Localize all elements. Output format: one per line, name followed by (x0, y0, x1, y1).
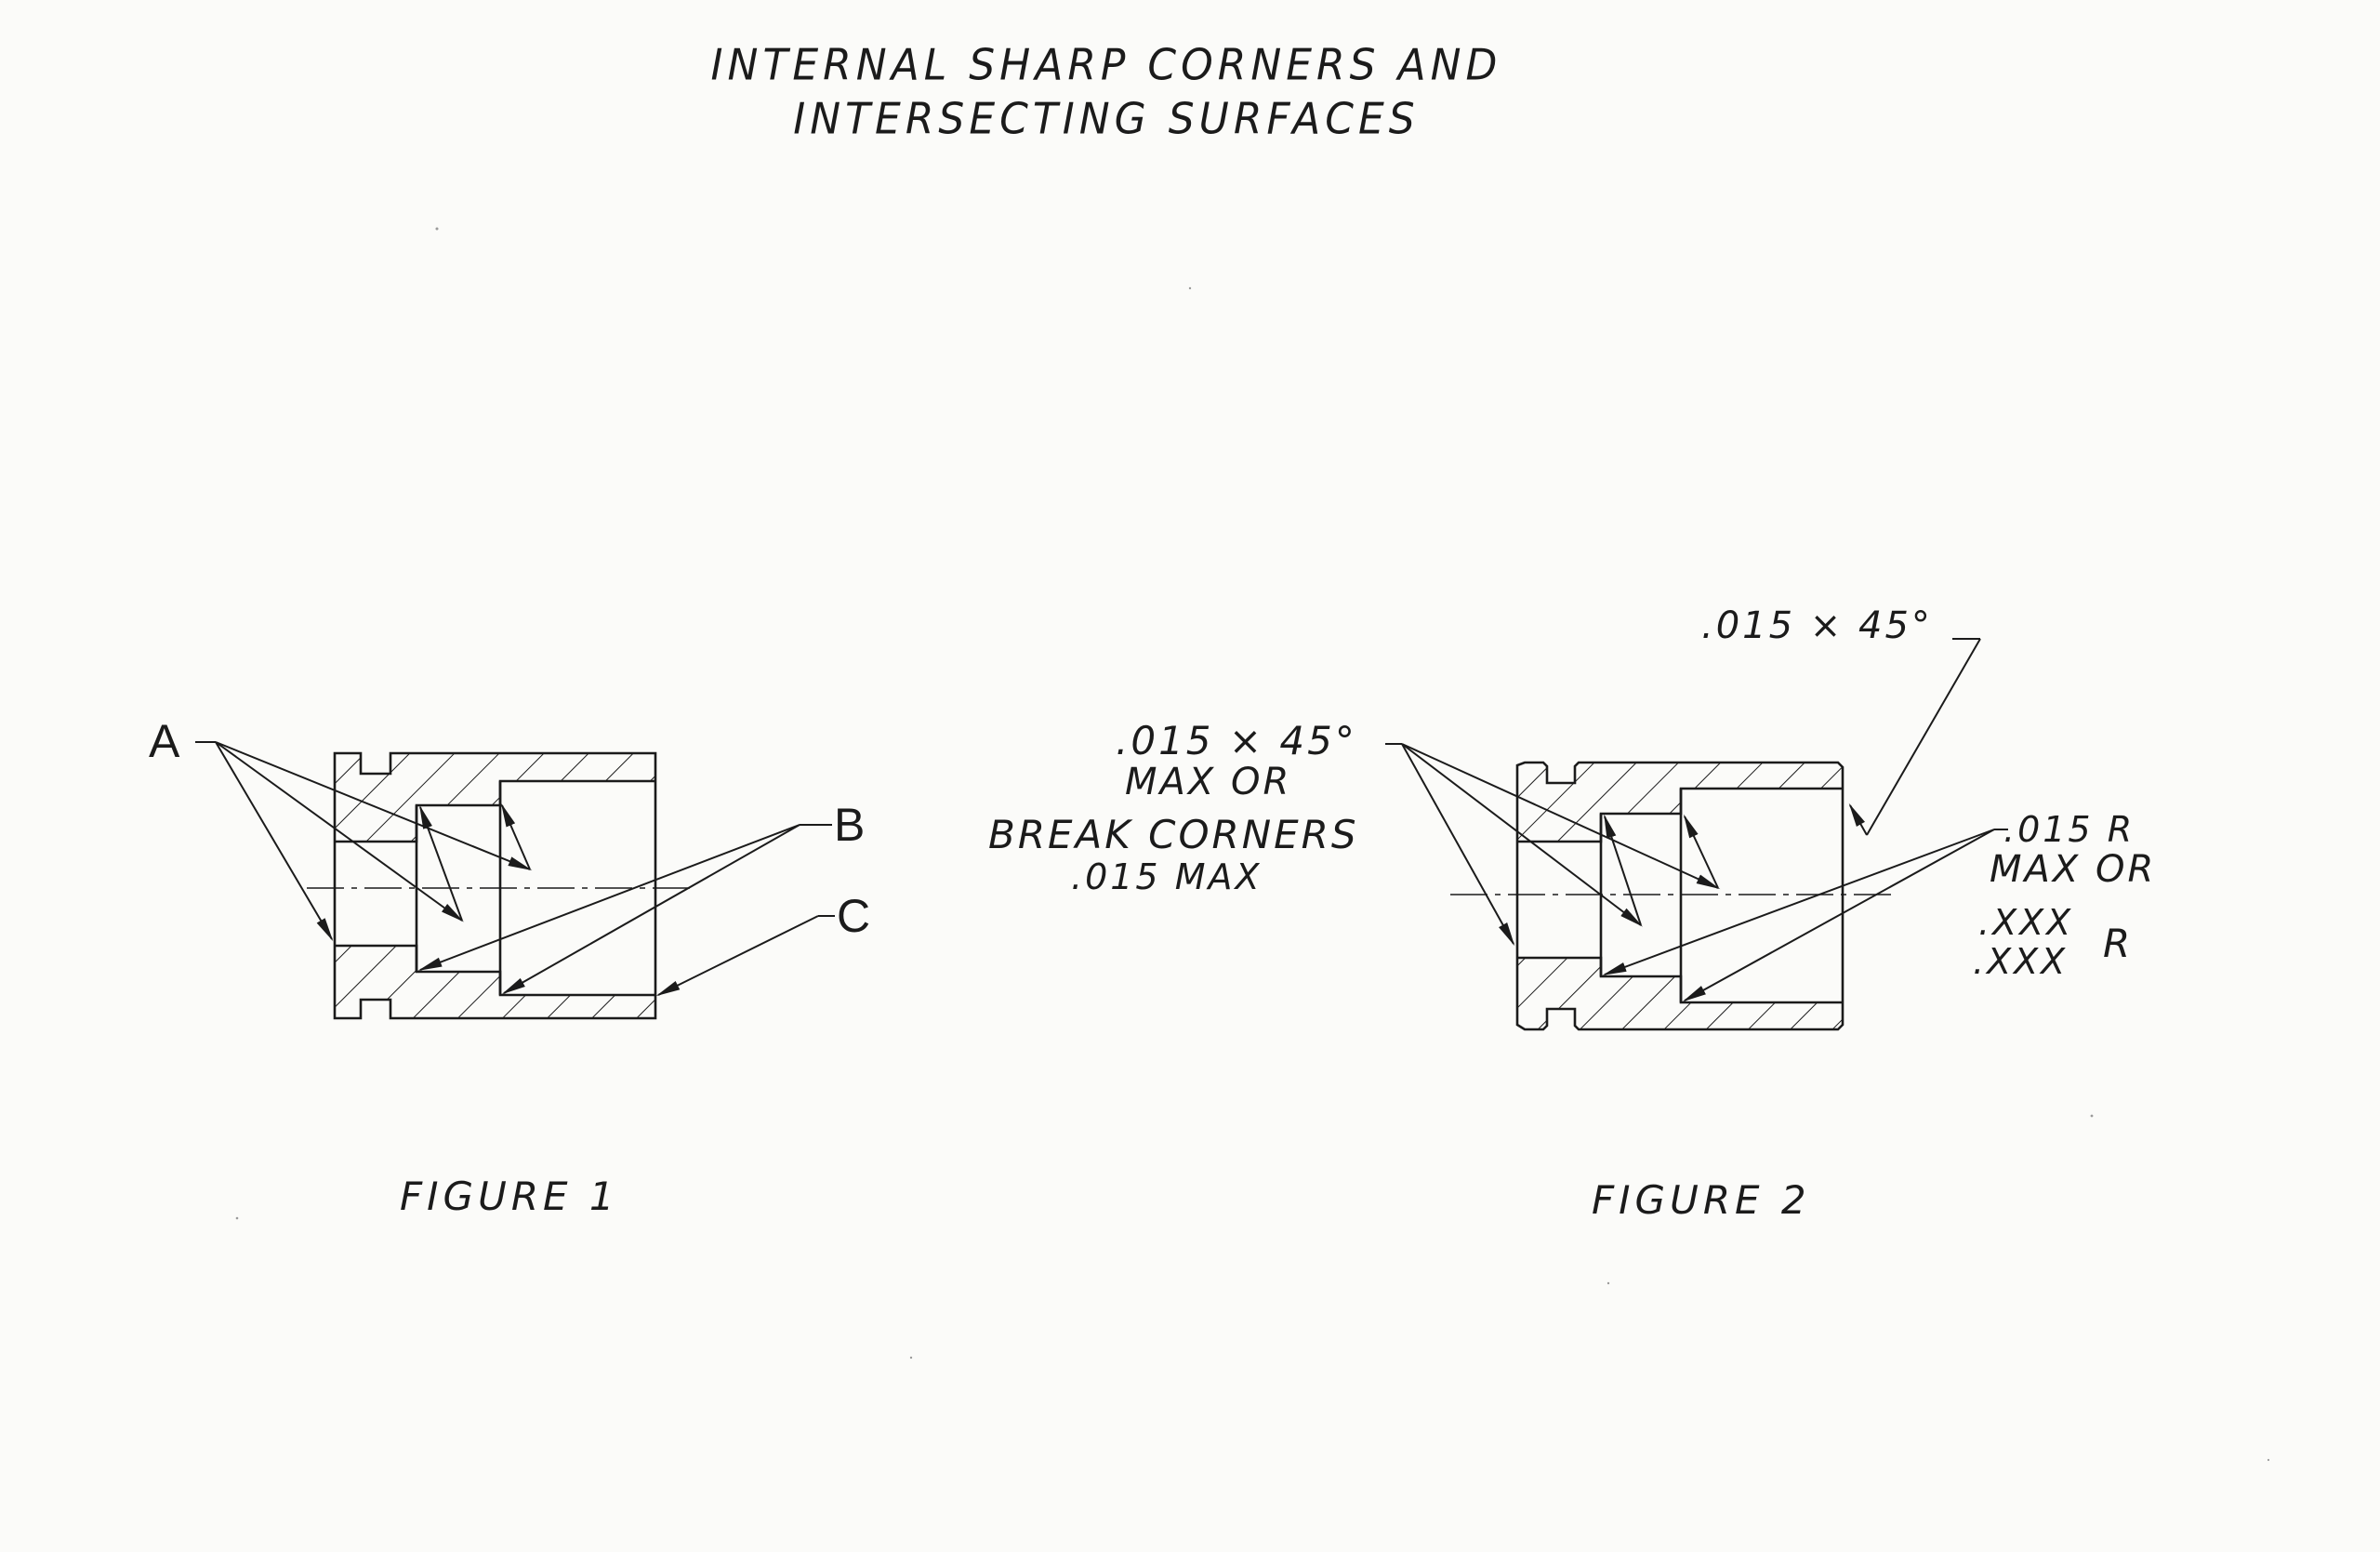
title-line-2: INTERSECTING SURFACES (793, 94, 1420, 145)
figure-2-leaders (1385, 638, 2008, 1002)
callout-a-label: A (149, 715, 180, 767)
figure-1-hatch (335, 753, 655, 1018)
note-top-chamfer: .015 × 45° (1701, 604, 1933, 647)
figure-1-part (307, 751, 693, 1020)
note-left-max: .015 MAX (1071, 856, 1263, 897)
note-right-max-or: MAX OR (1990, 848, 2157, 891)
figure-2-caption: FIGURE 2 (1592, 1177, 1811, 1223)
title-line-1: INTERNAL SHARP CORNERS AND (710, 40, 1502, 91)
note-right-xxx-2: .XXX (1973, 941, 2069, 982)
note-right-xxx-1: .XXX (1978, 902, 2074, 943)
note-right-radius: .015 R (2003, 809, 2135, 850)
note-left-break-corners: BREAK CORNERS (988, 812, 1359, 857)
paper-specks (235, 227, 2270, 1462)
figure-1-leaders (195, 741, 835, 997)
callout-c-label: C (837, 890, 871, 942)
figure-2-part (1450, 761, 1897, 1031)
note-left-max-or: MAX OR (1125, 761, 1292, 803)
note-right-r: R (2103, 921, 2134, 966)
callout-b-label: B (834, 799, 866, 851)
figure-1-caption: FIGURE 1 (400, 1174, 619, 1219)
note-left-chamfer: .015 × 45° (1116, 718, 1357, 763)
